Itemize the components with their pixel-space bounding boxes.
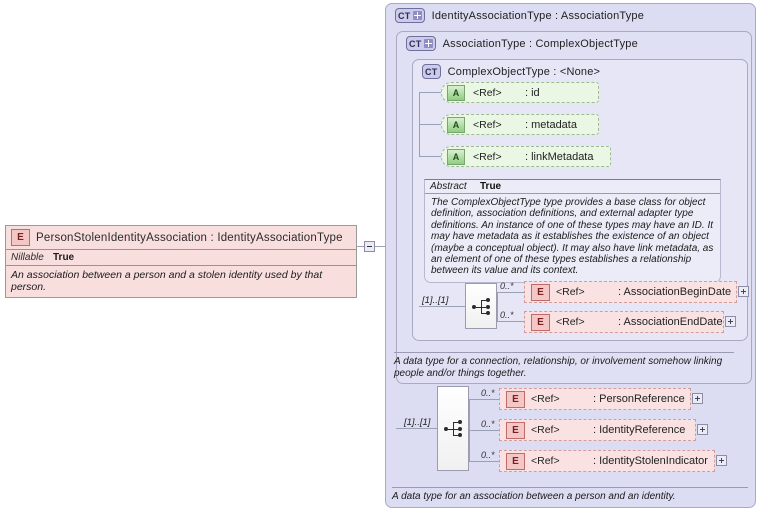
sequence-connector[interactable] xyxy=(437,386,469,471)
element-property-nillable: Nillable True xyxy=(6,249,356,265)
group-identity-branch-3 xyxy=(469,461,499,462)
group-assoc-branch-vert xyxy=(497,292,498,321)
attribute-row[interactable]: A <Ref> : linkMetadata xyxy=(441,146,611,167)
expand-icon[interactable] xyxy=(725,316,736,327)
property-label: Nillable xyxy=(11,252,44,263)
attribute-ref: <Ref> xyxy=(473,86,502,99)
occurrence-label: 0..* xyxy=(481,419,495,429)
abstract-documentation-box: Abstract True The ComplexObjectType type… xyxy=(424,179,721,283)
element-icon: E xyxy=(531,283,550,301)
panel-association-title: AssociationType : ComplexObjectType xyxy=(442,37,638,50)
element-ref: <Ref> xyxy=(556,286,585,298)
collapse-toggle-icon[interactable] xyxy=(364,241,375,252)
expand-icon[interactable] xyxy=(692,393,703,404)
attribute-name: : id xyxy=(525,86,540,99)
attr-tree-branch-1 xyxy=(419,92,441,93)
occurrence-label: 0..* xyxy=(481,388,495,398)
plus-glyph xyxy=(423,39,433,48)
element-name: : AssociationBeginDate xyxy=(618,286,732,298)
element-icon: E xyxy=(11,229,30,246)
plus-glyph xyxy=(412,11,422,20)
group-assoc-line-in xyxy=(419,306,465,307)
group-assoc-branch-1 xyxy=(497,292,524,293)
element-name: : IdentityStolenIndicator xyxy=(593,455,708,467)
element-person-stolen-identity-association[interactable]: E PersonStolenIdentityAssociation : Iden… xyxy=(5,225,357,298)
attribute-name: : metadata xyxy=(525,118,577,131)
group-assoc-cardinality: [1]..[1] xyxy=(422,295,449,306)
group-identity-branch-1 xyxy=(469,399,499,400)
attribute-icon: A xyxy=(447,84,465,101)
occurrence-label: 0..* xyxy=(481,450,495,460)
attribute-row[interactable]: A <Ref> : id xyxy=(441,82,599,103)
element-name: : IdentityReference xyxy=(593,424,686,436)
association-footnote: A data type for a connection, relationsh… xyxy=(394,352,734,379)
element-title: PersonStolenIdentityAssociation : Identi… xyxy=(36,231,343,244)
element-row[interactable]: E <Ref> : AssociationEndDate xyxy=(524,311,724,333)
property-value: True xyxy=(53,252,75,263)
element-documentation: An association between a person and a st… xyxy=(6,265,356,297)
panel-association-header: CT AssociationType : ComplexObjectType xyxy=(397,32,751,51)
abstract-row: Abstract True xyxy=(425,180,720,194)
element-row[interactable]: E <Ref> : AssociationBeginDate xyxy=(524,281,737,303)
group-identity-cardinality: [1]..[1] xyxy=(404,417,431,428)
abstract-label: Abstract xyxy=(430,181,467,192)
attribute-row[interactable]: A <Ref> : metadata xyxy=(441,114,599,135)
element-ref: <Ref> xyxy=(531,393,560,405)
abstract-value: True xyxy=(480,181,502,192)
complextype-expand-icon[interactable]: CT xyxy=(406,36,436,51)
element-ref: <Ref> xyxy=(556,316,585,328)
panel-identity-title: IdentityAssociationType : AssociationTyp… xyxy=(431,9,645,22)
occurrence-label: 0..* xyxy=(500,281,514,291)
element-icon: E xyxy=(506,421,525,439)
attribute-ref: <Ref> xyxy=(473,118,502,131)
element-ref: <Ref> xyxy=(531,424,560,436)
abstract-documentation: The ComplexObjectType type provides a ba… xyxy=(431,197,714,277)
sequence-connector[interactable] xyxy=(465,283,497,329)
element-name: : PersonReference xyxy=(593,393,685,405)
attribute-icon: A xyxy=(447,148,465,165)
element-row[interactable]: E <Ref> : IdentityStolenIndicator xyxy=(499,450,715,472)
panel-complexobject-title: ComplexObjectType : <None> xyxy=(447,65,601,78)
group-identity-branch-2 xyxy=(469,430,499,431)
sequence-icon xyxy=(444,420,466,437)
attribute-ref: <Ref> xyxy=(473,150,502,163)
group-assoc-branch-2 xyxy=(497,321,524,322)
element-icon: E xyxy=(506,452,525,470)
element-icon: E xyxy=(531,313,550,331)
element-ref: <Ref> xyxy=(531,455,560,467)
sequence-icon xyxy=(472,298,494,315)
identity-footnote: A data type for an association between a… xyxy=(392,487,748,503)
expand-icon[interactable] xyxy=(738,286,749,297)
element-name: : AssociationEndDate xyxy=(618,316,723,328)
attribute-name: : linkMetadata xyxy=(525,150,594,163)
expand-icon[interactable] xyxy=(697,424,708,435)
complextype-icon[interactable]: CT xyxy=(422,64,441,79)
element-header: E PersonStolenIdentityAssociation : Iden… xyxy=(6,226,356,249)
attr-tree-branch-3 xyxy=(419,156,441,157)
attr-tree-branch-2 xyxy=(419,124,441,125)
element-row[interactable]: E <Ref> : IdentityReference xyxy=(499,419,696,441)
panel-complexobject-header: CT ComplexObjectType : <None> xyxy=(413,60,747,79)
expand-icon[interactable] xyxy=(716,455,727,466)
complextype-expand-icon[interactable]: CT xyxy=(395,8,425,23)
group-identity-line-in xyxy=(396,428,437,429)
attribute-icon: A xyxy=(447,116,465,133)
occurrence-label: 0..* xyxy=(500,310,514,320)
element-icon: E xyxy=(506,390,525,408)
element-row[interactable]: E <Ref> : PersonReference xyxy=(499,388,691,410)
panel-identity-header: CT IdentityAssociationType : Association… xyxy=(386,4,755,23)
